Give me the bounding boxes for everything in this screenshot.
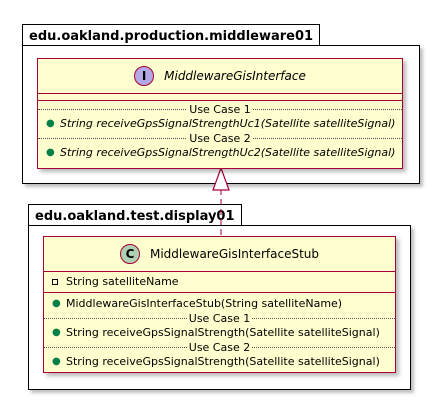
interface-methods-section: Use Case 1 ● String receiveGpsSignalStre… bbox=[38, 101, 402, 161]
method-signature: String receiveGpsSignalStrength(Satellit… bbox=[66, 326, 380, 339]
interface-class-name: MiddlewareGisInterface bbox=[164, 69, 306, 83]
public-visibility-icon: ● bbox=[46, 147, 55, 158]
use-case-label: Use Case 1 bbox=[187, 103, 253, 116]
constructor-row: ● MiddlewareGisInterfaceStub(String sate… bbox=[44, 296, 395, 312]
stub-class-box[interactable]: C MiddlewareGisInterfaceStub String sate… bbox=[43, 236, 396, 373]
use-case-divider: Use Case 1 bbox=[44, 312, 395, 325]
interface-class-box[interactable]: I MiddlewareGisInterface Use Case 1 ● St… bbox=[37, 58, 403, 169]
stub-fields-section: String satelliteName bbox=[44, 272, 395, 293]
package-name-production: edu.oakland.production.middleware01 bbox=[29, 29, 314, 44]
stub-methods-section: ● MiddlewareGisInterfaceStub(String sate… bbox=[44, 293, 395, 370]
package-tab-production: edu.oakland.production.middleware01 bbox=[22, 24, 321, 45]
use-case-divider: Use Case 1 bbox=[38, 103, 402, 116]
method-row: ● String receiveGpsSignalStrength(Satell… bbox=[44, 354, 395, 370]
public-visibility-icon: ● bbox=[52, 298, 61, 309]
private-visibility-icon bbox=[52, 279, 64, 285]
public-visibility-icon: ● bbox=[46, 118, 55, 129]
field-signature: String satelliteName bbox=[66, 275, 179, 288]
method-signature: String receiveGpsSignalStrengthUc2(Satel… bbox=[60, 146, 396, 159]
method-row: ● String receiveGpsSignalStrengthUc2(Sat… bbox=[38, 145, 402, 161]
interface-class-header: I MiddlewareGisInterface bbox=[38, 59, 402, 94]
use-case-label: Use Case 2 bbox=[187, 132, 253, 145]
stub-class-name: MiddlewareGisInterfaceStub bbox=[149, 247, 319, 261]
interface-fields-section bbox=[38, 94, 402, 101]
use-case-divider: Use Case 2 bbox=[38, 132, 402, 145]
constructor-signature: MiddlewareGisInterfaceStub(String satell… bbox=[66, 297, 343, 310]
method-signature: String receiveGpsSignalStrength(Satellit… bbox=[66, 355, 380, 368]
public-visibility-icon: ● bbox=[52, 356, 61, 367]
package-name-test: edu.oakland.test.display01 bbox=[35, 209, 235, 224]
stub-class-header: C MiddlewareGisInterfaceStub bbox=[44, 237, 395, 272]
field-row: String satelliteName bbox=[44, 274, 395, 290]
use-case-label: Use Case 2 bbox=[186, 341, 253, 354]
package-tab-test: edu.oakland.test.display01 bbox=[28, 204, 242, 225]
interface-stereotype-icon: I bbox=[134, 66, 155, 86]
method-row: ● String receiveGpsSignalStrength(Satell… bbox=[44, 325, 395, 341]
method-signature: String receiveGpsSignalStrengthUc1(Satel… bbox=[60, 117, 396, 130]
use-case-divider: Use Case 2 bbox=[44, 341, 395, 354]
use-case-label: Use Case 1 bbox=[186, 312, 253, 325]
public-visibility-icon: ● bbox=[52, 327, 61, 338]
class-stereotype-icon: C bbox=[119, 244, 140, 264]
method-row: ● String receiveGpsSignalStrengthUc1(Sat… bbox=[38, 116, 402, 132]
